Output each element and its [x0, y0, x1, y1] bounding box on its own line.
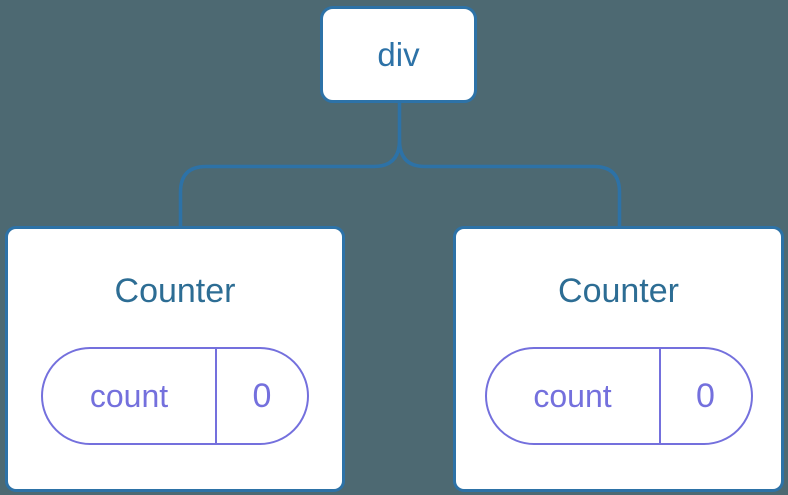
state-value-cell: 0 — [696, 376, 715, 415]
state-key-cell: count — [43, 349, 217, 443]
root-node: div — [320, 6, 477, 103]
state-value-cell: 0 — [252, 376, 272, 415]
connector-branch-left — [178, 101, 402, 228]
state-key-cell: count — [487, 349, 661, 443]
root-node-label: div — [377, 35, 420, 73]
component-title: Counter — [558, 272, 679, 310]
state-pill: count 0 — [484, 347, 753, 445]
component-title: Counter — [114, 272, 236, 310]
component-card-left: Counter count 0 — [5, 226, 345, 492]
state-pill: count 0 — [41, 347, 309, 445]
connector-branch-right — [397, 139, 622, 228]
component-card-right: Counter count 0 — [453, 226, 784, 492]
